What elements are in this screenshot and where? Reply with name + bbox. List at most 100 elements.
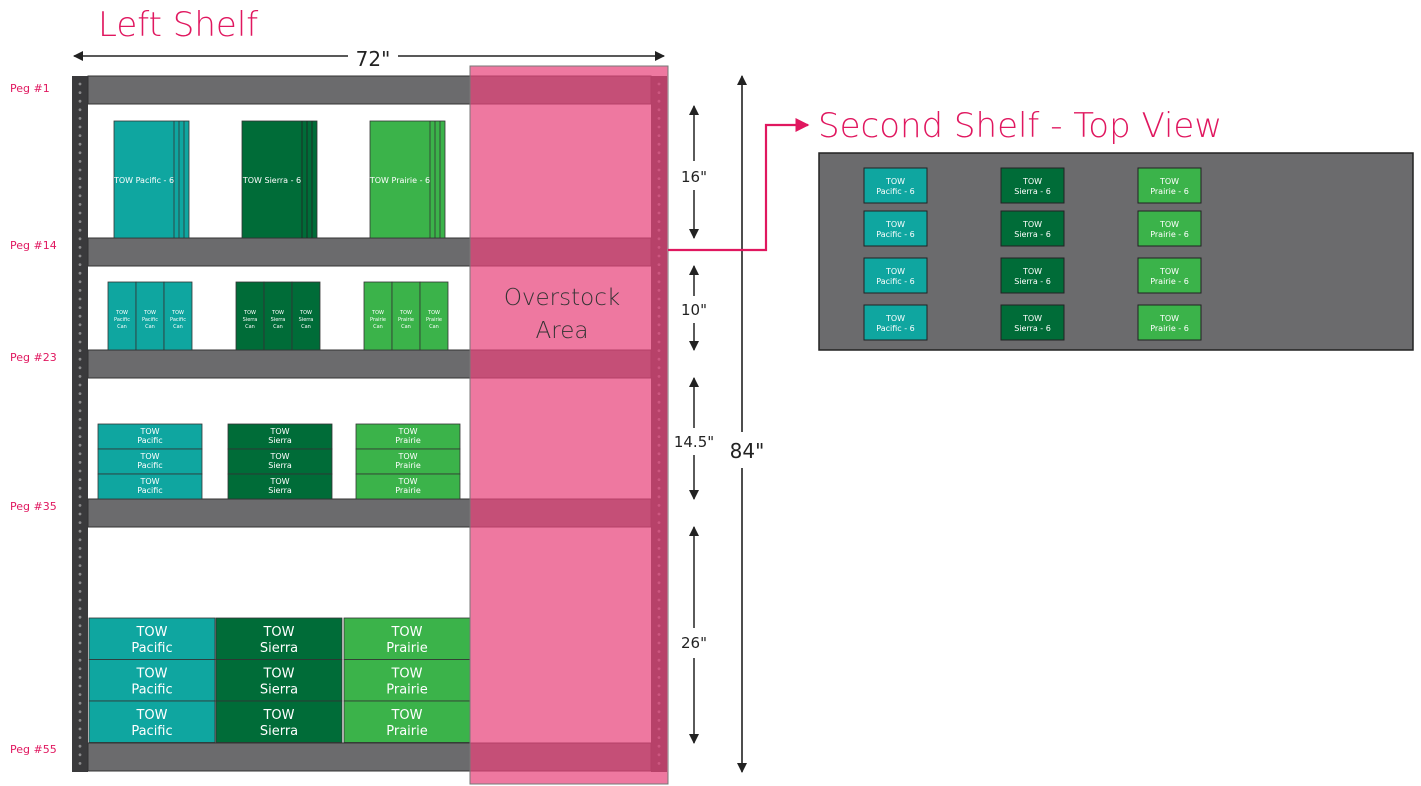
upright-hole [78,486,82,490]
upright-hole [78,263,82,266]
top-view-label: Sierra - 6 [1014,277,1051,286]
large-case-label: Prairie [386,724,428,739]
can-label: Can [117,324,127,330]
upright-hole [78,168,82,172]
can-label: Pacific [142,317,158,323]
upright-hole [78,125,82,129]
large-case-label: TOW [135,667,167,682]
overstock-label: Overstock [504,285,620,311]
upright-hole [78,590,82,593]
can-label: Can [173,324,183,330]
large-case-label: TOW [390,708,422,723]
large-case-label: Sierra [260,641,298,656]
can-label: Can [245,324,255,330]
upright-hole [78,289,82,292]
case-label: Prairie [395,461,421,470]
case-label: Pacific [137,436,162,445]
top-view-label: Prairie - 6 [1150,230,1189,239]
case-label: TOW [269,477,289,486]
upright-hole [78,203,82,206]
top-view-label: TOW [885,220,905,229]
top-view-label: TOW [885,314,905,323]
upright-hole [78,91,82,94]
top-view-label: TOW [1022,177,1042,186]
large-case-label: Prairie [386,641,428,656]
top-view-label: Sierra - 6 [1014,187,1051,196]
large-case-label: Prairie [386,683,428,698]
large-case-label: Pacific [131,683,172,698]
upright-hole [78,177,82,181]
case-label: Sierra [268,436,292,445]
top-view-label: TOW [1159,267,1179,276]
top-view-label: TOW [1022,220,1042,229]
upright-hole [78,572,82,576]
top-view-label: Prairie - 6 [1150,277,1189,286]
upright-hole [78,710,82,714]
top-view-label: Pacific - 6 [876,324,915,333]
large-case-label: Sierra [260,724,298,739]
can-label: Pacific [114,317,130,323]
upright-hole [78,375,82,378]
can-label: Can [145,324,155,330]
case-label: TOW [269,452,289,461]
case-label: Sierra [268,486,292,495]
case-label: Prairie [395,486,421,495]
upright-hole [78,332,82,335]
upright-hole [78,392,82,395]
can-label: TOW [299,310,312,316]
upright-hole [78,99,82,103]
upright-hole [78,237,82,241]
six-pack-pacific: TOW Pacific - 6 [113,120,190,239]
upright-hole [78,160,82,163]
upright-hole [78,366,82,370]
upright-hole [78,409,82,413]
upright-hole [78,719,82,722]
can-label: TOW [371,310,384,316]
upright-hole [78,658,82,662]
upright-hole [78,142,82,146]
case-label: Pacific [137,461,162,470]
upright-hole [78,220,82,224]
large-cases-group: TOWPacificTOWPacificTOWPacificTOWSierraT… [88,617,471,743]
upright-hole [78,615,82,619]
upright-hole [78,426,82,430]
upright-hole [78,581,82,585]
upright-hole [78,383,82,387]
upright-hole [78,762,82,765]
case-label: TOW [139,452,159,461]
section-dimension-label: 26" [681,634,707,652]
upright-hole [78,684,82,688]
upright-hole [78,495,82,499]
upright-hole [78,547,82,550]
upright-hole [78,254,82,258]
case-label: TOW [269,427,289,436]
overstock-label: Area [536,318,589,344]
can-label: TOW [115,310,128,316]
upright-hole [78,211,82,215]
upright-hole [78,117,82,120]
top-view-label: TOW [885,267,905,276]
large-case-label: TOW [390,625,422,640]
can-label: Pacific [170,317,186,323]
top-view-label: Sierra - 6 [1014,230,1051,239]
upright-hole [78,435,82,438]
top-view-label: TOW [885,177,905,186]
upright-hole [78,323,82,327]
top-view-label: Pacific - 6 [876,187,915,196]
upright-hole [78,564,82,567]
upright-hole [78,357,82,361]
upright-hole [78,727,82,731]
case-label: TOW [397,427,417,436]
upright-hole [78,246,82,249]
